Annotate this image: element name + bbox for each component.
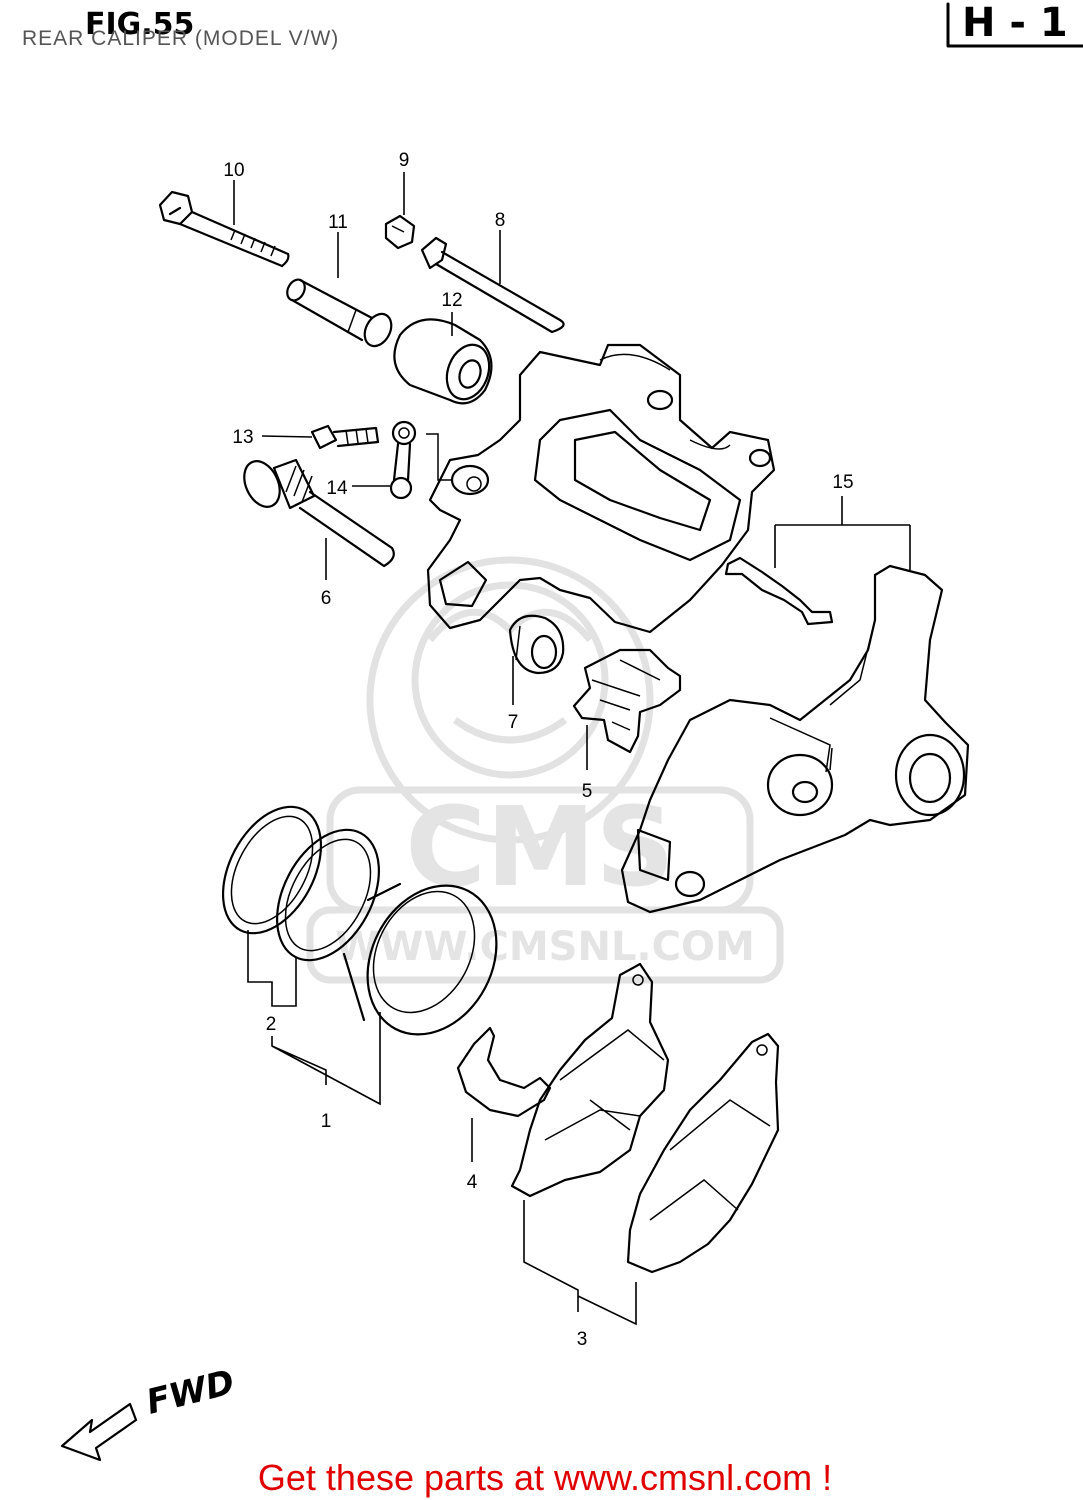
part-14-cap bbox=[389, 420, 452, 500]
callout-6: 6 bbox=[321, 588, 332, 609]
callout-2: 2 bbox=[266, 1014, 277, 1035]
caliper-body bbox=[426, 343, 776, 634]
callout-14: 14 bbox=[326, 478, 348, 499]
callout-3: 3 bbox=[577, 1329, 588, 1350]
callout-1: 1 bbox=[321, 1111, 332, 1132]
callout-4: 4 bbox=[467, 1172, 478, 1193]
part-4-shim bbox=[456, 1026, 552, 1118]
part-8-pin bbox=[420, 236, 565, 334]
section-code-box: H - 1 bbox=[946, 0, 1083, 48]
callout-15: 15 bbox=[832, 472, 853, 493]
callout-7: 7 bbox=[508, 712, 519, 733]
callout-5: 5 bbox=[582, 781, 593, 802]
watermark-url-text: WWW.CMSNL.COM bbox=[335, 924, 755, 970]
watermark-logo-text: CMS bbox=[405, 783, 674, 911]
part-1-piston bbox=[342, 882, 498, 1036]
part-7-boot bbox=[508, 614, 565, 675]
callout-8: 8 bbox=[495, 210, 506, 231]
callout-labels: 1 2 3 4 5 6 7 8 9 10 11 12 13 14 15 bbox=[223, 150, 853, 1350]
part-15-clip bbox=[724, 556, 834, 626]
part-11-sleeve bbox=[286, 278, 393, 348]
callout-11: 11 bbox=[328, 212, 348, 233]
part-6-bolt bbox=[243, 458, 395, 568]
callout-13: 13 bbox=[232, 427, 253, 448]
part-2-seals bbox=[221, 805, 380, 962]
part-12-boot bbox=[393, 318, 493, 405]
fwd-arrow-icon bbox=[60, 1402, 138, 1462]
callout-10: 10 bbox=[223, 160, 244, 181]
callout-12: 12 bbox=[441, 290, 462, 311]
part-5-spring bbox=[572, 648, 682, 754]
fwd-indicator: FWD bbox=[60, 1362, 239, 1462]
part-10-bolt bbox=[158, 190, 290, 268]
fwd-label: FWD bbox=[143, 1362, 239, 1422]
section-code: H - 1 bbox=[962, 0, 1068, 46]
diagram-subtitle: REAR CALIPER (MODEL V/W) bbox=[22, 27, 339, 50]
fig-label: FIG.55 bbox=[85, 7, 194, 42]
caliper-bracket bbox=[620, 564, 970, 914]
callout-9: 9 bbox=[399, 150, 410, 171]
part-9-cap bbox=[384, 214, 416, 250]
footer-link-text[interactable]: Get these parts at www.cmsnl.com ! bbox=[258, 1457, 832, 1498]
part-13-bleeder bbox=[310, 424, 380, 450]
watermark: CMS WWW.CMSNL.COM bbox=[306, 556, 784, 984]
part-3-pads bbox=[510, 962, 780, 1274]
leader-lines bbox=[233, 172, 911, 1326]
